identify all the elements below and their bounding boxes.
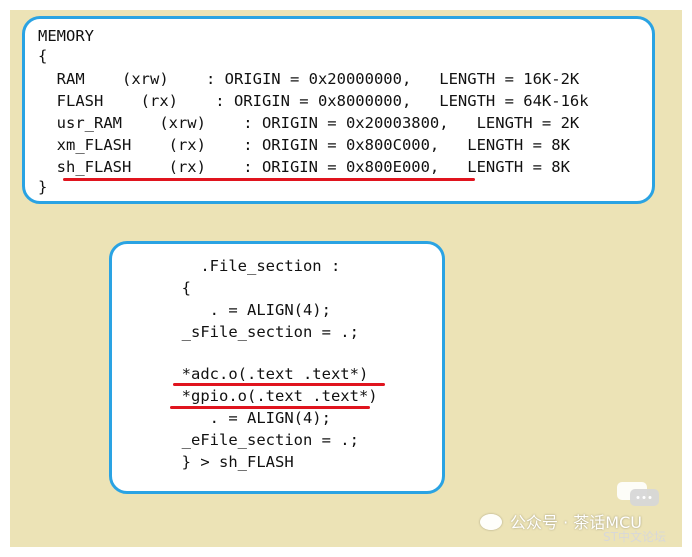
section-line-align-1: . = ALIGN(4);: [163, 301, 331, 319]
watermark-text: 公众号 · 茶话MCU: [510, 513, 642, 532]
memory-line-open-brace: {: [38, 47, 48, 65]
footer-source-tag: ST中文论坛: [603, 530, 666, 544]
section-line-name: .File_section :: [163, 257, 341, 275]
memory-line-usr-ram: usr_RAM (xrw) : ORIGIN = 0x20003800, LEN…: [38, 114, 580, 132]
section-line-target: } > sh_FLASH: [163, 453, 294, 471]
section-line-end-symbol: _eFile_section = .;: [163, 431, 359, 449]
sh-flash-underline: [63, 178, 475, 181]
gpio-underline: [170, 406, 370, 409]
memory-line-close-brace: }: [38, 178, 48, 196]
section-line-gpio: *gpio.o(.text .text*): [163, 387, 378, 405]
memory-line-ram: RAM (xrw) : ORIGIN = 0x20000000, LENGTH …: [38, 70, 580, 88]
section-line-align-2: . = ALIGN(4);: [163, 409, 331, 427]
slide-canvas: MEMORY { RAM (xrw) : ORIGIN = 0x20000000…: [10, 10, 682, 547]
memory-line-flash: FLASH (rx) : ORIGIN = 0x8000000, LENGTH …: [38, 92, 589, 110]
adc-underline: [173, 383, 385, 386]
section-line-start-symbol: _sFile_section = .;: [163, 323, 359, 341]
chat-bubble-icon: [617, 482, 659, 506]
section-line-adc: *adc.o(.text .text*): [163, 365, 369, 383]
memory-line-sh-flash: sh_FLASH (rx) : ORIGIN = 0x800E000, LENG…: [38, 158, 570, 176]
memory-definition-panel: MEMORY { RAM (xrw) : ORIGIN = 0x20000000…: [22, 16, 655, 204]
wechat-logo-icon: [480, 514, 502, 530]
memory-line-header: MEMORY: [38, 27, 94, 45]
section-definition-panel: .File_section : { . = ALIGN(4); _sFile_s…: [109, 241, 445, 494]
section-line-open-brace: {: [163, 279, 191, 297]
memory-line-xm-flash: xm_FLASH (rx) : ORIGIN = 0x800C000, LENG…: [38, 136, 570, 154]
